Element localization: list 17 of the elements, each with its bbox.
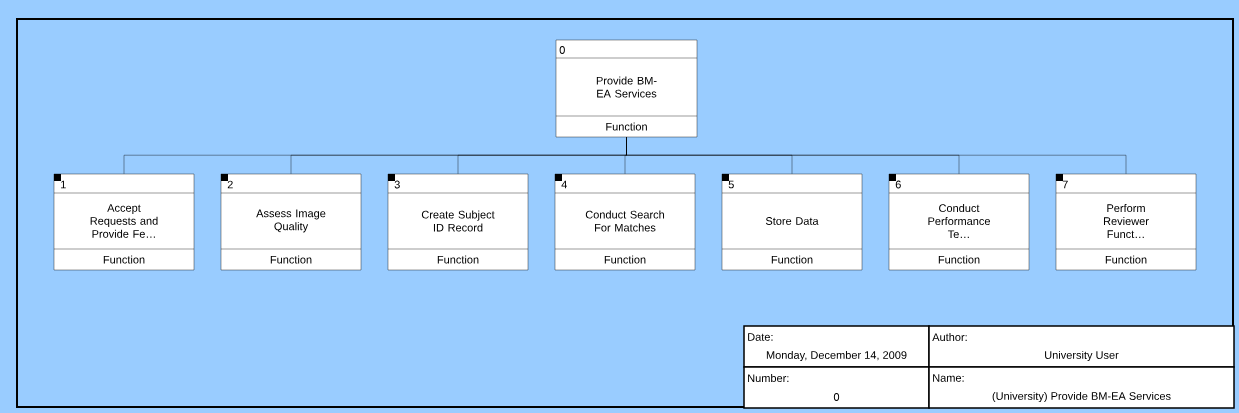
label: University User xyxy=(1045,350,1119,362)
function-box: 4 Conduct Search For Matches Function xyxy=(554,173,696,271)
function-box: 7 Perform Reviewer Funct… Function xyxy=(1055,173,1197,271)
function-box: 0 Provide BM-EA Services Function xyxy=(555,39,698,138)
function-box: 6 Conduct Performance Te… Function xyxy=(888,173,1030,271)
label: 0 xyxy=(833,393,840,401)
function-box: 2 Assess Image Quality Function xyxy=(220,173,362,271)
table-cell: Date: Monday, December 14, 2009 xyxy=(743,325,930,368)
table-cell: Author: University User xyxy=(928,325,1235,368)
connector-line xyxy=(626,137,1127,174)
label: Number: xyxy=(748,373,789,383)
function-box: 5 Store Data Function xyxy=(721,173,863,271)
table-cell: Number: 0 xyxy=(743,366,930,409)
table-cell: Name: (University) Provide BM-EA Services xyxy=(928,366,1235,409)
label: Author: xyxy=(932,332,967,342)
function-box: 1 Accept Requests and Provide Fe… Function xyxy=(53,173,195,271)
function-box: 3 Create Subject ID Record Function xyxy=(387,173,529,271)
